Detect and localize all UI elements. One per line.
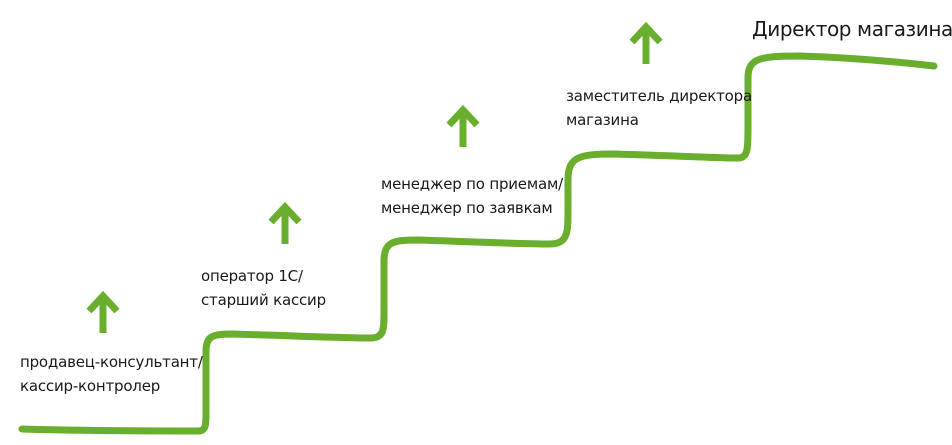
up-arrow-shape (268, 201, 302, 244)
step-3-line1: менеджер по приемам/ (381, 175, 563, 193)
up-arrow-shape (86, 290, 120, 333)
step-2-line2: старший кассир (201, 291, 326, 309)
step-1-label: продавец-консультант/ кассир-контролер (20, 350, 203, 398)
step-2-label: оператор 1С/ старший кассир (201, 264, 326, 312)
step-2-line1: оператор 1С/ (201, 267, 303, 285)
top-step-title: Директор магазина (752, 17, 952, 41)
up-arrow-icon (629, 21, 663, 64)
step-4-label: заместитель директора магазина (566, 84, 752, 132)
step-4-line2: магазина (566, 111, 639, 129)
staircase-line (18, 52, 938, 435)
step-4-line1: заместитель директора (566, 87, 752, 105)
up-arrow-shape (629, 21, 663, 64)
up-arrow-icon (446, 104, 480, 147)
up-arrow-shape (446, 104, 480, 147)
step-1-line1: продавец-консультант/ (20, 353, 203, 371)
up-arrow-icon (268, 201, 302, 244)
step-1-line2: кассир-контролер (20, 377, 161, 395)
step-3-line2: менеджер по заявкам (381, 199, 553, 217)
up-arrow-icon (86, 290, 120, 333)
step-3-label: менеджер по приемам/ менеджер по заявкам (381, 172, 563, 220)
